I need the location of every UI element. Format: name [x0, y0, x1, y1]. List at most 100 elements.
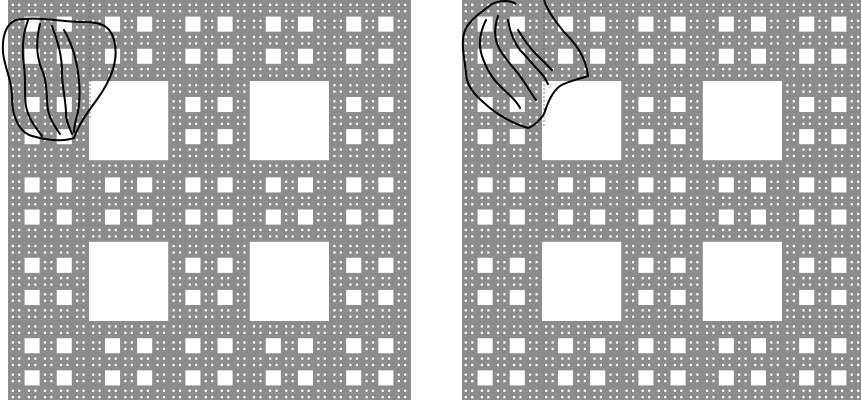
carpet-hole	[561, 203, 563, 205]
carpet-hole	[243, 187, 245, 189]
carpet-hole	[173, 203, 175, 205]
carpet-hole	[179, 148, 181, 150]
carpet-hole	[346, 97, 361, 112]
carpet-hole	[609, 42, 611, 44]
carpet-hole	[809, 364, 811, 366]
carpet-hole	[28, 229, 30, 231]
carpet-hole	[712, 26, 714, 28]
carpet-hole	[674, 357, 676, 359]
carpet-hole	[243, 155, 245, 157]
carpet-hole	[259, 52, 261, 54]
carpet-hole	[690, 325, 692, 327]
carpet-hole	[76, 36, 78, 38]
carpet-hole	[156, 348, 158, 350]
carpet-hole	[754, 74, 756, 76]
carpet-hole	[382, 155, 384, 157]
carpet-hole	[44, 42, 46, 44]
carpet-hole	[66, 10, 68, 12]
carpet-hole	[356, 357, 358, 359]
carpet-hole	[609, 203, 611, 205]
carpet-hole	[664, 229, 666, 231]
carpet-hole	[82, 364, 84, 366]
carpet-hole	[275, 332, 277, 334]
carpet-hole	[92, 203, 94, 205]
carpet-hole	[50, 107, 52, 109]
carpet-hole	[841, 251, 843, 253]
carpet-hole	[50, 341, 52, 343]
carpet-hole	[388, 364, 390, 366]
carpet-hole	[503, 107, 505, 109]
carpet-hole	[706, 181, 708, 183]
carpet-hole	[131, 52, 133, 54]
carpet-hole	[777, 390, 779, 392]
carpet-hole	[664, 203, 666, 205]
carpet-hole	[398, 100, 400, 102]
carpet-hole	[308, 74, 310, 76]
carpet-hole	[809, 229, 811, 231]
carpet-hole	[349, 390, 351, 392]
carpet-hole	[195, 148, 197, 150]
carpet-hole	[237, 100, 239, 102]
carpet-hole	[349, 396, 351, 398]
carpet-hole	[404, 132, 406, 134]
carpet-hole	[786, 165, 788, 167]
carpet-hole	[382, 309, 384, 311]
carpet-hole	[372, 203, 374, 205]
carpet-hole	[340, 251, 342, 253]
carpet-hole	[173, 364, 175, 366]
carpet-hole	[609, 74, 611, 76]
carpet-hole	[205, 341, 207, 343]
carpet-hole	[404, 91, 406, 93]
carpet-hole	[324, 390, 326, 392]
carpet-hole	[529, 52, 531, 54]
carpet-hole	[211, 68, 213, 70]
carpet-hole	[108, 165, 110, 167]
carpet-hole	[324, 58, 326, 60]
carpet-hole	[851, 261, 853, 263]
carpet-hole	[115, 171, 117, 173]
carpet-hole	[809, 203, 811, 205]
carpet-hole	[356, 229, 358, 231]
carpet-hole	[324, 364, 326, 366]
carpet-hole	[478, 370, 493, 385]
carpet-hole	[60, 364, 62, 366]
carpet-hole	[237, 52, 239, 54]
carpet-hole	[378, 177, 393, 192]
carpet-hole	[179, 4, 181, 6]
carpet-hole	[82, 123, 84, 125]
carpet-hole	[584, 4, 586, 6]
carpet-hole	[802, 364, 804, 366]
carpet-hole	[340, 26, 342, 28]
carpet-hole	[818, 251, 820, 253]
carpet-hole	[818, 58, 820, 60]
carpet-hole	[185, 97, 200, 112]
carpet-hole	[333, 68, 335, 70]
carpet-hole	[497, 116, 499, 118]
carpet-hole	[690, 91, 692, 93]
carpet-hole	[497, 293, 499, 295]
carpet-hole	[680, 396, 682, 398]
carpet-hole	[372, 245, 374, 247]
carpet-hole	[841, 390, 843, 392]
carpet-hole	[529, 203, 531, 205]
carpet-hole	[12, 132, 14, 134]
carpet-hole	[754, 203, 756, 205]
carpet-hole	[324, 36, 326, 38]
carpet-hole	[372, 390, 374, 392]
carpet-hole	[349, 91, 351, 93]
carpet-hole	[503, 390, 505, 392]
carpet-hole	[706, 235, 708, 237]
carpet-hole	[308, 364, 310, 366]
carpet-hole	[195, 284, 197, 286]
carpet-hole	[205, 316, 207, 318]
carpet-hole	[706, 332, 708, 334]
carpet-hole	[253, 58, 255, 60]
carpet-hole	[626, 261, 628, 263]
carpet-hole	[664, 219, 666, 221]
carpet-hole	[211, 245, 213, 247]
carpet-hole	[770, 396, 772, 398]
carpet-hole	[706, 219, 708, 221]
carpet-hole	[680, 4, 682, 6]
carpet-hole	[841, 171, 843, 173]
